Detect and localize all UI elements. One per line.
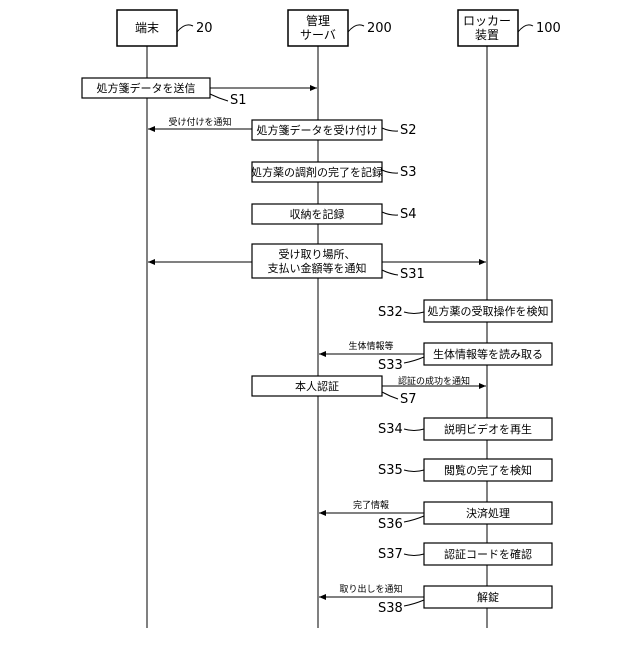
step-ref-leader xyxy=(404,429,424,431)
message-label: 完了情報 xyxy=(353,499,389,511)
step-ref-s4: S4 xyxy=(400,207,417,222)
step-ref-leader xyxy=(382,212,398,215)
step-ref-s37: S37 xyxy=(378,547,403,562)
step-ref-s3: S3 xyxy=(400,165,417,180)
step-ref-leader xyxy=(404,357,424,363)
header-label-locker: 装置 xyxy=(475,28,499,42)
step-label-s2: 処方箋データを受け付け xyxy=(257,123,378,137)
step-ref-leader xyxy=(382,392,398,399)
step-ref-s7: S7 xyxy=(400,392,417,407)
message-label: 認証の成功を通知 xyxy=(398,375,470,387)
step-label-s33: 生体情報等を読み取る xyxy=(433,347,543,361)
step-ref-leader xyxy=(210,94,228,101)
ref-number-locker: 100 xyxy=(536,21,561,36)
ref-leader-terminal xyxy=(177,25,193,32)
message-label: 取り出しを通知 xyxy=(339,583,402,595)
header-label-terminal: 端末 xyxy=(135,21,159,35)
step-label-s1: 処方箋データを送信 xyxy=(97,81,196,95)
step-ref-s33: S33 xyxy=(378,358,403,373)
step-ref-s35: S35 xyxy=(378,463,403,478)
step-ref-s34: S34 xyxy=(378,422,403,437)
ref-leader-server xyxy=(348,25,364,32)
ref-number-terminal: 20 xyxy=(196,21,213,36)
step-ref-s31: S31 xyxy=(400,267,425,282)
step-label-s31: 支払い金額等を通知 xyxy=(268,261,367,275)
step-label-s7: 本人認証 xyxy=(295,379,339,393)
header-label-server: サーバ xyxy=(300,28,336,42)
ref-number-server: 200 xyxy=(367,21,392,36)
step-ref-leader xyxy=(382,170,398,173)
step-label-s35: 閲覧の完了を検知 xyxy=(444,463,532,477)
step-label-s37: 認証コードを確認 xyxy=(444,547,532,561)
step-ref-s32: S32 xyxy=(378,305,403,320)
step-ref-leader xyxy=(382,128,398,131)
step-label-s4: 収納を記録 xyxy=(290,207,345,221)
step-ref-leader xyxy=(404,600,424,606)
ref-leader-locker xyxy=(518,25,533,32)
step-label-s32: 処方薬の受取操作を検知 xyxy=(428,304,549,318)
message-label: 生体情報等 xyxy=(348,340,393,352)
step-ref-leader xyxy=(404,470,424,472)
step-label-s3: 処方薬の調剤の完了を記録 xyxy=(251,165,383,179)
step-label-s36: 決済処理 xyxy=(466,506,510,520)
step-ref-s1: S1 xyxy=(230,93,247,108)
header-label-locker: ロッカー xyxy=(463,14,511,28)
step-ref-leader xyxy=(404,312,424,314)
step-ref-s2: S2 xyxy=(400,123,417,138)
step-label-s34: 説明ビデオを再生 xyxy=(444,422,532,436)
header-label-server: 管理 xyxy=(306,13,330,28)
message-label: 受け付けを通知 xyxy=(168,116,231,128)
step-ref-leader xyxy=(382,270,398,275)
step-ref-leader xyxy=(404,516,424,522)
step-ref-s38: S38 xyxy=(378,601,403,616)
step-label-s38: 解錠 xyxy=(477,590,499,604)
step-ref-s36: S36 xyxy=(378,517,403,532)
step-label-s31: 受け取り場所、 xyxy=(279,248,356,261)
step-ref-leader xyxy=(404,554,424,556)
